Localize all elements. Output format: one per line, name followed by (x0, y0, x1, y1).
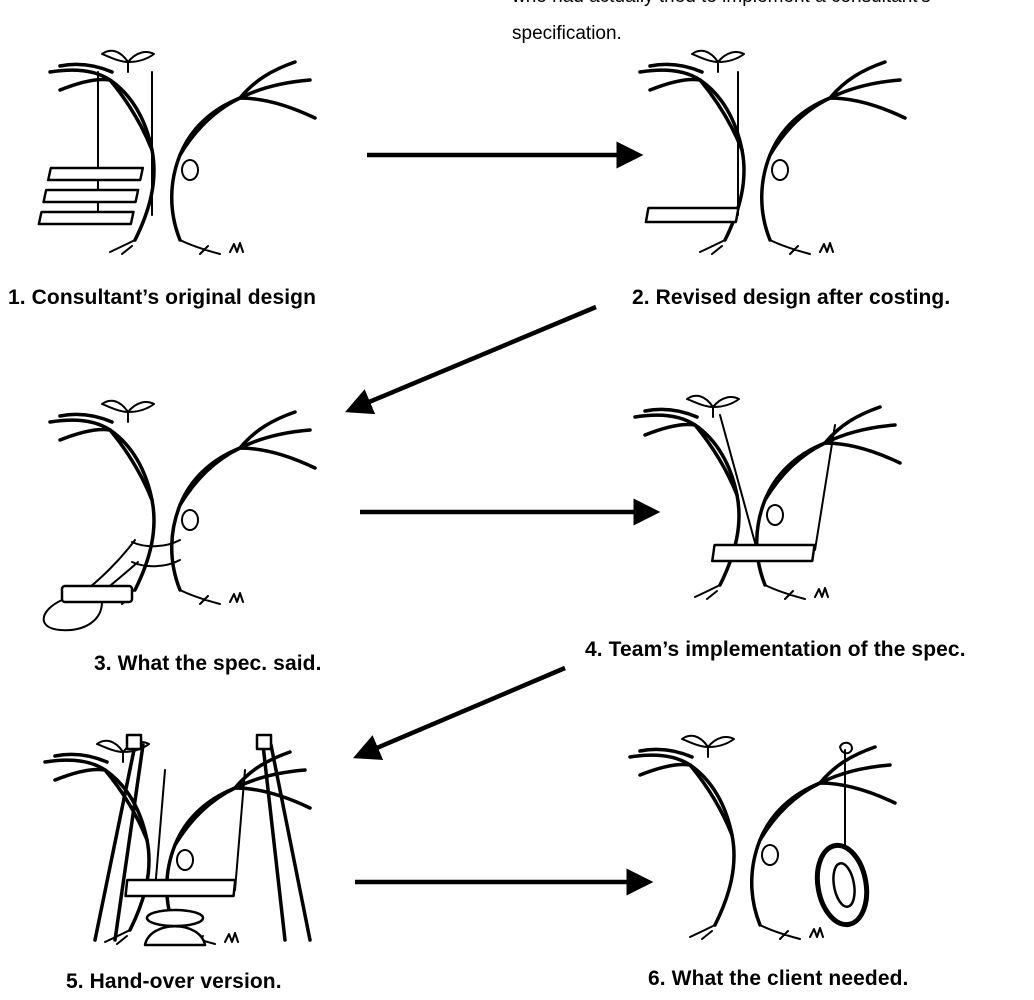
arrow-4-to-5 (358, 668, 565, 756)
tree-swing-illustration-4 (625, 385, 925, 625)
caption-2: 2. Revised design after costing. (632, 286, 950, 310)
tree-swing-illustration-1 (40, 40, 340, 270)
caption-1: 1. Consultant’s original design (8, 286, 316, 310)
tree-swing-illustration-3 (40, 390, 340, 640)
header-partial-line: who had actually tried to implement a co… (512, 0, 931, 8)
caption-6: 6. What the client needed. (648, 967, 908, 991)
caption-3: 3. What the spec. said. (94, 652, 322, 676)
tree-swing-illustration-5 (35, 730, 335, 960)
header-line: specification. (512, 22, 622, 46)
tree-swing-illustration-2 (630, 40, 930, 270)
caption-5: 5. Hand-over version. (66, 970, 282, 994)
tree-swing-illustration-6 (620, 725, 920, 955)
arrow-2-to-3 (350, 307, 596, 410)
caption-4: 4. Team’s implementation of the spec. (585, 638, 966, 662)
